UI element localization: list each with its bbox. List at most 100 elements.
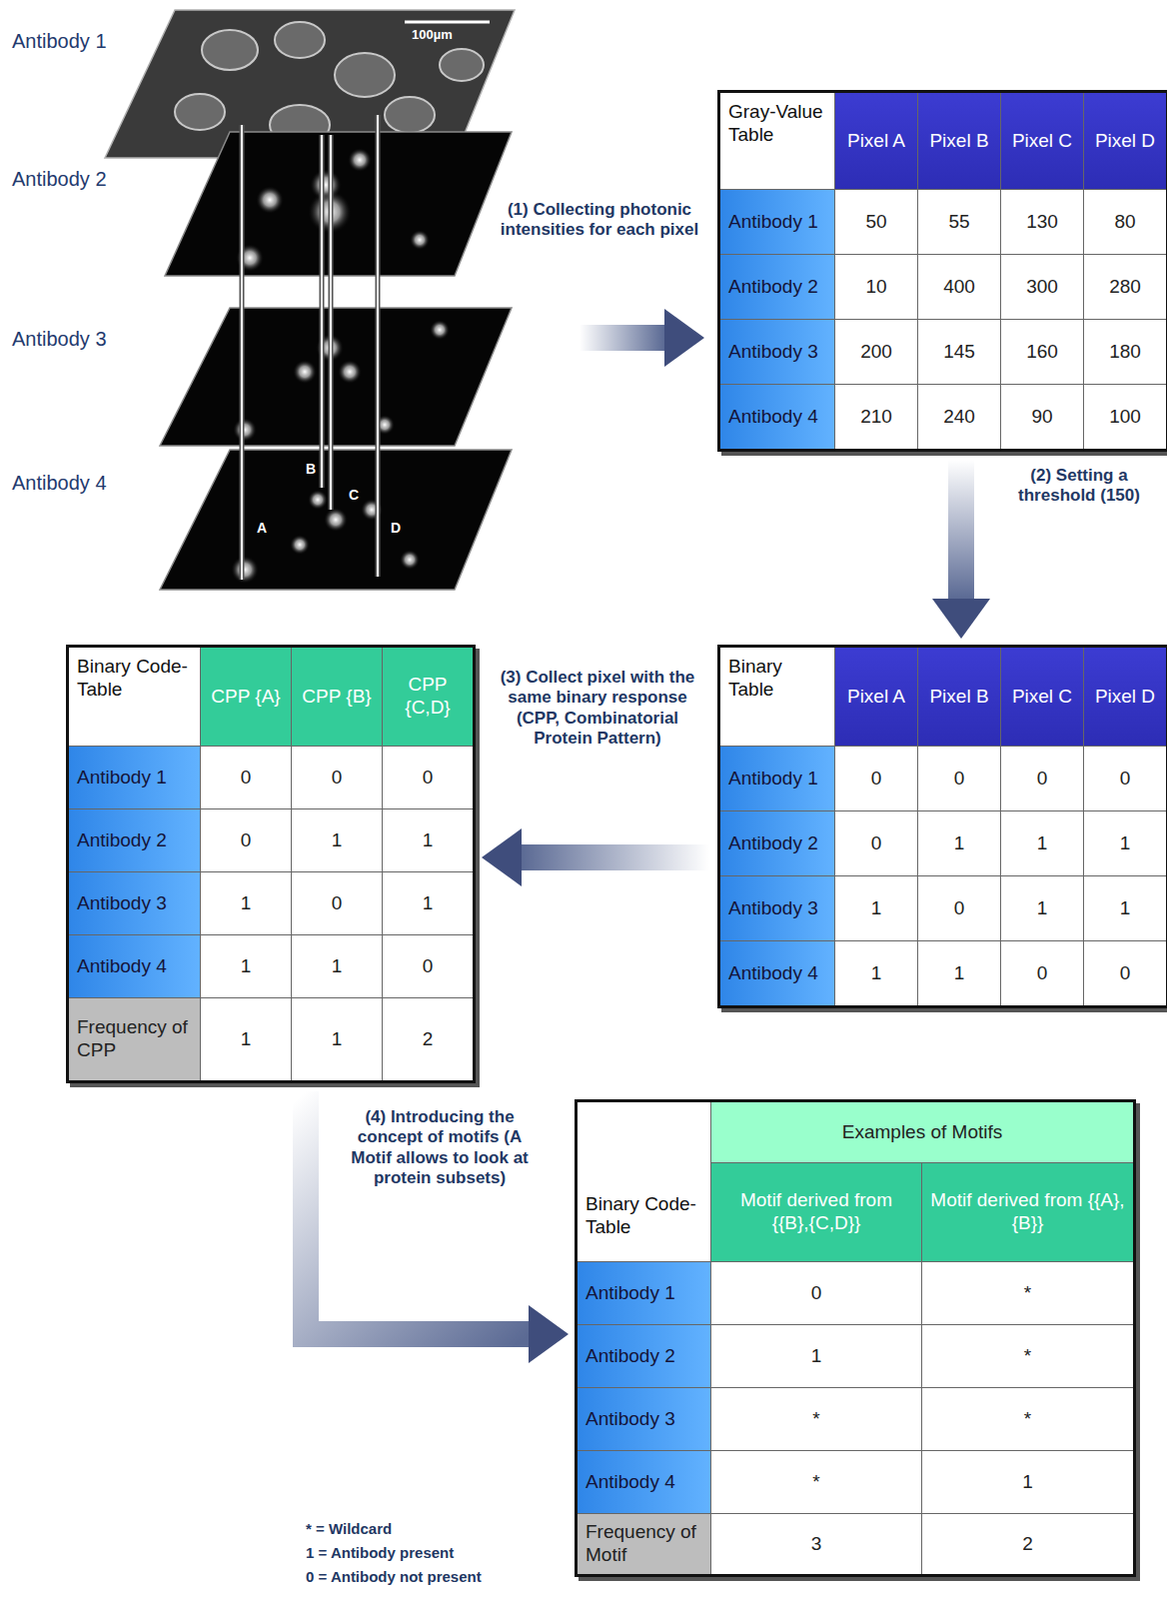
pixel-line <box>376 114 379 577</box>
table-cell: 0 <box>200 809 291 872</box>
table-cell: Antibody 4 <box>68 935 200 998</box>
table-cell: Pixel A <box>835 92 918 189</box>
table-cell: 400 <box>918 254 1001 319</box>
table-cell: Pixel D <box>1084 647 1167 746</box>
table-cell: 0 <box>835 746 918 811</box>
table-cell: 10 <box>835 254 918 319</box>
table-cell: 1 <box>382 809 473 872</box>
table-cell: Frequency of CPP <box>68 998 200 1081</box>
signal-blob <box>409 229 430 250</box>
table-cell: 1 <box>291 809 382 872</box>
table-cell: Antibody 2 <box>68 809 200 872</box>
table-cell: 0 <box>1001 941 1084 1006</box>
cell-outline <box>439 48 484 81</box>
table-cell: Pixel B <box>918 92 1001 189</box>
table-cell: Antibody 3 <box>577 1387 711 1450</box>
table-cell: 1 <box>711 1324 922 1387</box>
table-cell: * <box>922 1261 1134 1324</box>
table-cell: 160 <box>1001 319 1084 384</box>
arrow-label: (3) Collect pixel with the same binary r… <box>495 667 700 750</box>
text-label: Antibody 4 <box>11 471 107 495</box>
table-cell: Motif derived from {{B},{C,D}} <box>711 1163 922 1261</box>
table-cell: 0 <box>1084 746 1167 811</box>
image-plane <box>159 449 512 590</box>
arrow-label: (2) Setting a threshold (150) <box>999 465 1160 507</box>
table-cell: * <box>922 1387 1134 1450</box>
cell-outline <box>174 93 225 130</box>
table-cell: 55 <box>918 189 1001 254</box>
table-cell: 1 <box>835 876 918 941</box>
table-cell: * <box>922 1324 1134 1387</box>
data-table: Binary Code-TableCPP {A}CPP {B}CPP {C,D}… <box>65 644 476 1084</box>
cell-outline <box>274 21 325 58</box>
table-cell: Antibody 1 <box>720 189 835 254</box>
table-cell: 0 <box>382 935 473 998</box>
table-cell: 130 <box>1001 189 1084 254</box>
table-cell: Antibody 3 <box>720 876 835 941</box>
table-cell: 0 <box>711 1261 922 1324</box>
text-label: A <box>256 519 267 536</box>
table-cell: CPP {C,D} <box>382 647 473 746</box>
table-cell: 1 <box>1001 876 1084 941</box>
flow-arrow <box>305 1091 569 1363</box>
table-cell: 0 <box>291 746 382 809</box>
signal-blob <box>232 417 257 442</box>
table-cell: Antibody 2 <box>577 1324 711 1387</box>
table-cell: 1 <box>1001 811 1084 876</box>
table-cell: Motif derived from {{A},{B}} <box>922 1163 1134 1261</box>
table-cell: Binary Code-Table <box>68 647 200 746</box>
flow-arrow <box>579 324 665 351</box>
cell-outline <box>384 96 435 133</box>
text-label: Antibody 2 <box>11 167 107 191</box>
pixel-line <box>319 134 325 488</box>
flow-arrow <box>932 459 991 639</box>
signal-blob <box>337 359 362 384</box>
table-cell: Pixel C <box>1001 92 1084 189</box>
table-cell: Pixel D <box>1084 92 1167 189</box>
arrow-head <box>664 308 705 367</box>
pixel-line <box>320 134 323 488</box>
table-cell: Antibody 2 <box>720 254 835 319</box>
text-label: C <box>348 486 359 503</box>
text-label: 1 = Antibody present <box>305 1543 454 1562</box>
table-cell: Pixel C <box>1001 647 1084 746</box>
table-cell: Gray-Value Table <box>720 92 835 189</box>
table-cell: 280 <box>1084 254 1167 319</box>
table-cell: 0 <box>835 811 918 876</box>
table-cell: Frequency of Motif <box>577 1513 711 1574</box>
table-cell: Pixel B <box>918 647 1001 746</box>
table-cell: 210 <box>835 384 918 449</box>
table-cell: 180 <box>1084 319 1167 384</box>
table-cell: 0 <box>1084 941 1167 1006</box>
signal-blob <box>230 555 259 584</box>
table-cell: 1 <box>918 941 1001 1006</box>
scale-bar <box>404 20 490 24</box>
table-cell: CPP {A} <box>200 647 291 746</box>
pixel-line <box>240 124 243 580</box>
table-cell: 0 <box>918 746 1001 811</box>
text-label: 0 = Antibody not present <box>305 1567 482 1586</box>
text-label: Antibody 1 <box>11 29 107 53</box>
table-cell: 2 <box>382 998 473 1081</box>
table-cell: 240 <box>918 384 1001 449</box>
table-cell: 1 <box>200 998 291 1081</box>
signal-blob <box>429 319 450 340</box>
table-cell: * <box>711 1450 922 1513</box>
text-label: D <box>390 519 401 536</box>
data-table: Binary TablePixel APixel BPixel CPixel D… <box>717 644 1167 1009</box>
table-cell: CPP {B} <box>291 647 382 746</box>
signal-blob <box>399 549 420 570</box>
table-cell: 1 <box>1084 811 1167 876</box>
table-cell: Antibody 4 <box>577 1450 711 1513</box>
pixel-line <box>239 124 245 580</box>
image-plane <box>159 307 512 446</box>
table-cell: Antibody 4 <box>720 384 835 449</box>
table-cell: Antibody 2 <box>720 811 835 876</box>
data-table: Gray-Value TablePixel APixel BPixel CPix… <box>717 89 1167 452</box>
table-cell: 0 <box>918 876 1001 941</box>
table-cell: 145 <box>918 319 1001 384</box>
arrow-head <box>481 828 522 887</box>
text-label: * = Wildcard <box>305 1519 392 1538</box>
table-cell: Pixel A <box>835 647 918 746</box>
table-cell: Antibody 4 <box>720 941 835 1006</box>
